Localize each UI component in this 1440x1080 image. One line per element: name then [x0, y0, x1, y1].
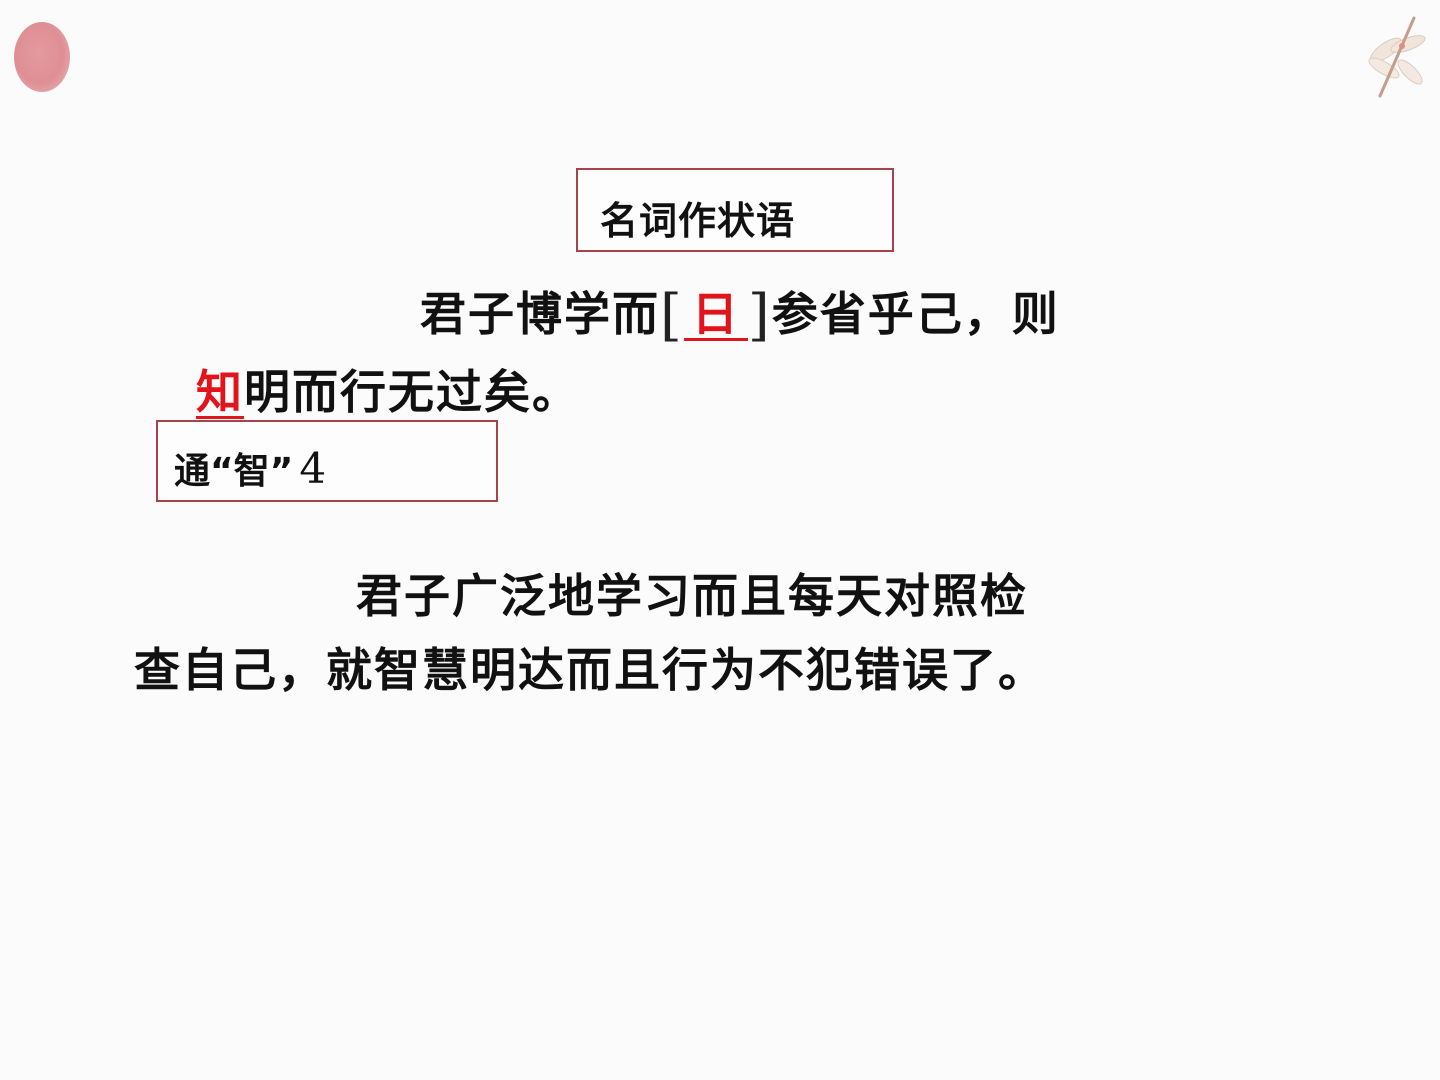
bracket-close: ] — [747, 283, 772, 348]
part-of-speech-label: 名词作状语 — [600, 199, 796, 243]
variant-note-number: 4 — [299, 444, 327, 493]
variant-note-text: 通“智” — [174, 451, 294, 492]
bracket-open: [ — [660, 283, 684, 348]
part-of-speech-label-box: 名词作状语 — [576, 168, 894, 252]
translation-line-1: 君子广泛地学习而且每天对照检 — [356, 569, 1028, 623]
sentence-line-2: 知明而行无过矣。 — [196, 356, 580, 422]
dragonfly-icon — [1368, 16, 1426, 98]
sentence-part-3: 明而行无过矣。 — [244, 365, 580, 419]
variant-note-box: 通“智”4 — [156, 420, 498, 502]
sentence-part-2: 参省乎己，则 — [771, 287, 1060, 341]
translation-line-2: 查自己，就智慧明达而且行为不犯错误了。 — [134, 643, 1046, 697]
decorative-circle — [14, 22, 70, 92]
blank-word: 日 — [683, 290, 748, 342]
sentence-line-1: 君子博学而[日]参省乎己，则 — [420, 278, 1060, 348]
variant-note: 通“智”4 — [174, 442, 326, 494]
sentence-part-1: 君子博学而 — [420, 287, 660, 341]
highlight-word: 知 — [196, 365, 244, 420]
